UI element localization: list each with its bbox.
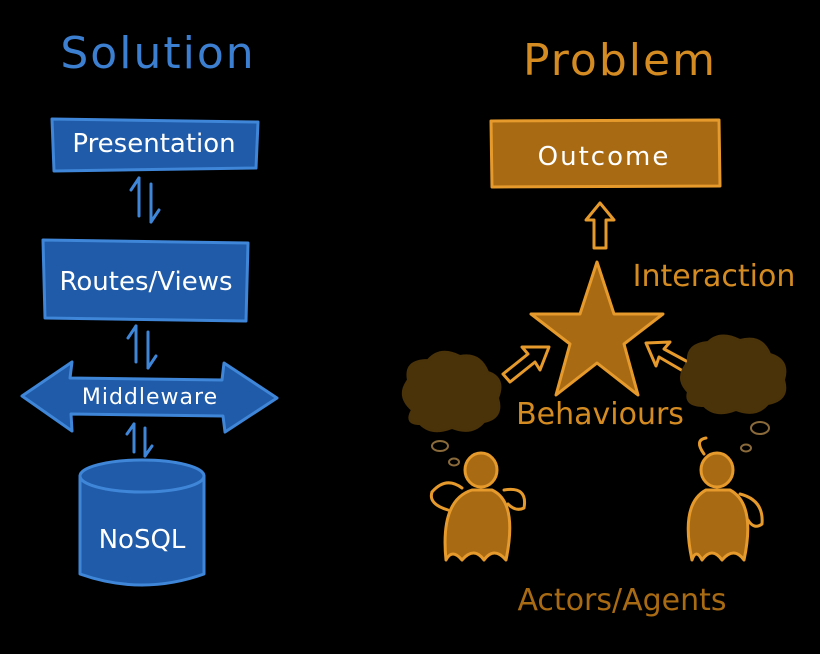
solution-section: Solution Presentation Routes/Views bbox=[20, 28, 279, 587]
outcome-box: Outcome bbox=[489, 118, 722, 189]
interaction-label: Interaction bbox=[633, 259, 796, 294]
nosql-database-cylinder: NoSQL bbox=[78, 458, 206, 587]
problem-heading: Problem bbox=[523, 35, 717, 86]
thought-cloud-icon bbox=[680, 334, 787, 453]
exchange-arrows-icon bbox=[126, 324, 158, 370]
routes-views-label: Routes/Views bbox=[59, 267, 232, 297]
actors-agents-label: Actors/Agents bbox=[517, 583, 726, 618]
hollow-up-arrow-icon bbox=[584, 201, 616, 250]
person-figure-icon bbox=[429, 451, 527, 562]
thought-cloud-icon bbox=[401, 350, 502, 467]
nosql-label: NoSQL bbox=[99, 525, 186, 555]
outcome-label: Outcome bbox=[538, 142, 671, 172]
middleware-double-arrow: Middleware bbox=[20, 360, 279, 434]
middleware-label: Middleware bbox=[82, 385, 218, 410]
solution-heading: Solution bbox=[60, 28, 255, 79]
hollow-arrow-right-to-star-icon bbox=[644, 340, 690, 373]
hollow-arrow-left-to-star-icon bbox=[501, 345, 551, 384]
presentation-label: Presentation bbox=[72, 129, 235, 159]
behaviours-label: Behaviours bbox=[516, 397, 684, 432]
exchange-arrows-icon bbox=[125, 422, 154, 458]
problem-section: Problem Outcome Interaction bbox=[401, 35, 796, 618]
exchange-arrows-icon bbox=[129, 176, 161, 224]
person-figure-icon bbox=[686, 436, 764, 562]
presentation-box: Presentation bbox=[50, 117, 260, 173]
routes-views-box: Routes/Views bbox=[41, 238, 250, 323]
star-icon bbox=[529, 260, 665, 397]
